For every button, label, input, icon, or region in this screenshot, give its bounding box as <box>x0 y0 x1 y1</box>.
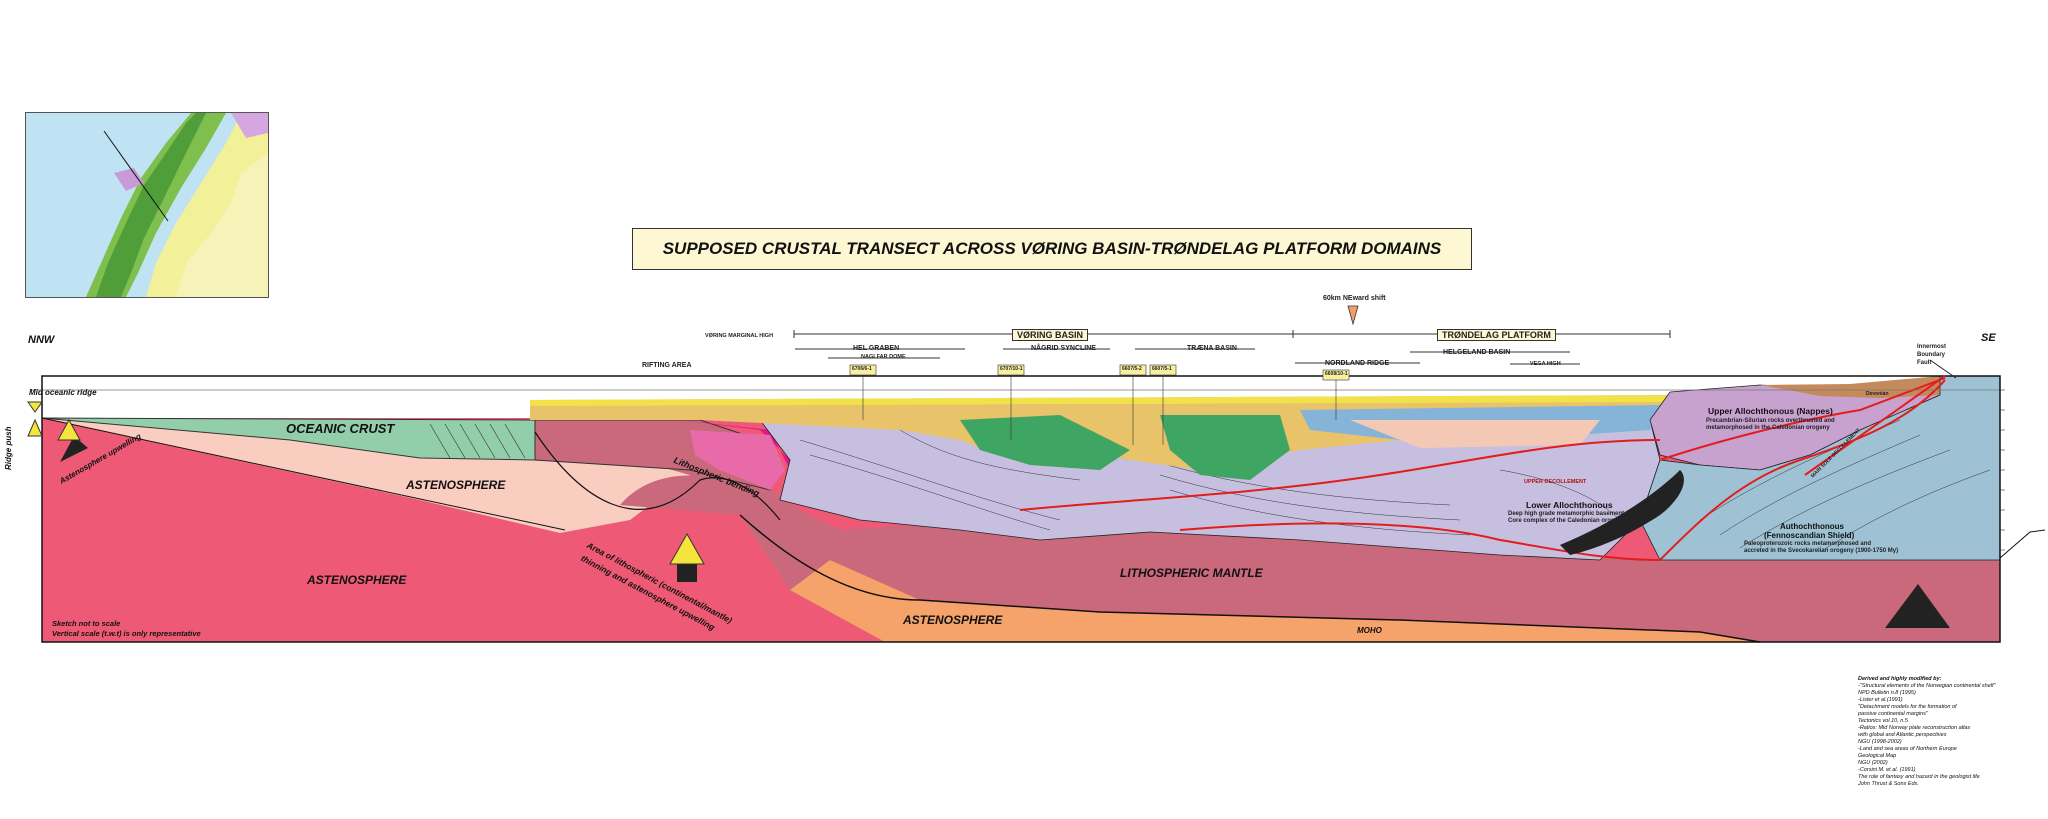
lithospheric-mantle-label: LITHOSPHERIC MANTLE <box>1120 566 1263 580</box>
note-not-to-scale: Sketch not to scale <box>52 619 121 628</box>
astenosphere-bottom-label: ASTENOSPHERE <box>903 613 1003 627</box>
source-line: passive continental margins" <box>1858 711 1928 717</box>
source-line: NGU (2002) <box>1858 760 1888 766</box>
depth-scale <box>2000 389 2005 551</box>
source-line: -"Structural elements of the Norwegian c… <box>1858 683 1996 689</box>
fold-lines <box>799 429 1621 536</box>
oceanic-crust-label: OCEANIC CRUST <box>286 421 395 436</box>
source-line: Tectonics vol.10, n.5 <box>1858 718 1908 724</box>
source-line: NGU (1998-2002) <box>1858 739 1902 745</box>
helgeland-basin-label: HELGELAND BASIN <box>1443 349 1511 356</box>
source-line: -Corsini M. et al. (1991) <box>1858 767 1916 773</box>
upwelling-arrow-center <box>669 532 705 582</box>
transect-title: SUPPOSED CRUSTAL TRANSECT ACROSS VØRING … <box>662 239 1442 258</box>
naglfar-dome-label: NAGLFAR DOME <box>861 354 906 360</box>
autochthonous-desc-1: Paleoproterozoic rocks metamorphosed and <box>1744 541 1872 547</box>
transect-title-box: SUPPOSED CRUSTAL TRANSECT ACROSS VØRING … <box>632 228 1472 270</box>
lower-allochthonous-title: Lower Allochthonous <box>1526 500 1613 510</box>
upwelling-arrow-left <box>57 418 88 462</box>
neward-shift-arrow <box>1347 305 1359 326</box>
oceanic-crust-region <box>41 417 536 461</box>
source-line: Derived and highly modified by: <box>1858 676 1942 682</box>
vega-high-label: VEGA HIGH <box>1530 361 1561 367</box>
location-map-inset <box>25 112 269 298</box>
source-line: -Lister et al.(1991) <box>1858 697 1903 703</box>
traena-basin-label: TRÆNA BASIN <box>1187 345 1237 352</box>
mid-oceanic-ridge-label: Mid oceanic ridge <box>29 388 97 397</box>
well-markers <box>849 364 1350 445</box>
astenosphere-red-region <box>42 418 880 642</box>
voring-basin-green-fill <box>960 415 1130 470</box>
north-triangle-marker <box>1885 584 1950 628</box>
well-2: 6707/10-1 <box>1000 366 1023 372</box>
nagrid-syncline-label: NÅGRID SYNCLINE <box>1031 345 1096 352</box>
astenosphere-upper-label: ASTENOSPHERE <box>406 478 506 492</box>
innermost-boundary-fault <box>1804 375 1946 476</box>
sources-block: Derived and highly modified by: -"Struct… <box>1858 676 1996 788</box>
upper-allochthonous-title: Upper Allochthonous (Nappes) <box>1708 406 1833 416</box>
innermost-fault-label: Innermost Boundary Fault <box>1917 344 1947 366</box>
edge-arrow <box>1999 529 2046 559</box>
well-5: 6608/10-1 <box>1325 371 1348 377</box>
nordland-ridge-label: NORDLAND RIDGE <box>1325 360 1390 367</box>
location-map <box>26 113 268 297</box>
moho-line <box>739 514 1761 643</box>
trondelag-platform-pink-layers <box>1350 420 1600 448</box>
traena-basin-green-fill <box>1160 415 1290 480</box>
source-line: Geological Map <box>1858 753 1897 759</box>
direction-right: SE <box>1981 332 1996 344</box>
astenosphere-dome-boundary <box>534 431 781 521</box>
moho-label: MOHO <box>1357 626 1382 635</box>
well-3: 6607/5-2 <box>1122 366 1142 372</box>
well-4: 6607/5-1 <box>1152 366 1172 372</box>
ridge-push-arrow <box>27 418 43 437</box>
decollement-lines <box>1019 377 1946 561</box>
direction-left: NNW <box>28 334 55 346</box>
astenosphere-orange-region <box>740 515 1760 642</box>
well-1: 6706/6-1 <box>852 366 872 372</box>
autochthonous-title: Authochthonous <box>1780 522 1844 531</box>
autochthonous-subtitle: (Fennoscandian Shield) <box>1764 531 1855 540</box>
thrust-band <box>1560 470 1684 555</box>
upper-allochthonous-desc-2: metamorphosed in the Caledonian orogeny <box>1706 425 1830 431</box>
autochthonous-desc-2: accreted in the Svecokarelian orogeny (1… <box>1744 548 1899 554</box>
source-line: NPD Bulletin n.8 (1995) <box>1858 690 1916 696</box>
voring-marginal-high-label: VØRING MARGINAL HIGH <box>705 333 774 339</box>
lower-allochthonous-desc-1: Deep high grade metamorphic basement <box>1508 511 1625 517</box>
basin-top-layer <box>530 395 1680 406</box>
source-line: The role of fantasy and hazard in the ge… <box>1858 774 1980 780</box>
devonian-label: Devonian <box>1866 391 1889 397</box>
mid-ocean-ridge-marker <box>27 401 43 413</box>
oceanic-crust-dikes <box>429 423 526 459</box>
rifting-area-label: RIFTING AREA <box>642 362 692 369</box>
source-line: John Thrust & Sons Eds. <box>1858 781 1919 787</box>
note-vertical-scale: Vertical scale (t.w.t) is only represent… <box>52 629 201 638</box>
section-frame <box>41 375 2001 643</box>
upper-allochthonous-desc-1: Precambrian-Silurian rocks overthrusted … <box>1706 418 1835 424</box>
fault-pointer <box>1929 359 1957 379</box>
voring-basin-label: VØRING BASIN <box>1012 329 1089 341</box>
ridge-push-label: Ridge push <box>4 426 13 470</box>
pale-astenosphere-boundary <box>41 417 566 531</box>
upper-decollement-label: UPPER DECOLLEMENT <box>1524 479 1587 485</box>
lithospheric-bending-zone <box>690 430 785 490</box>
source-line: with global and Atlantic perspectives <box>1858 732 1947 738</box>
devonian-basin <box>1760 376 1940 398</box>
source-line: -Ratios: Mid Norway plate reconstruction… <box>1858 725 1971 731</box>
hel-graben-label: HEL GRABEN <box>853 345 900 352</box>
trondelag-platform-label: TRØNDELAG PLATFORM <box>1437 329 1556 341</box>
source-line: -Land and sea areas of Northern Europe <box>1858 746 1957 752</box>
shift-label: 60km NEward shift <box>1323 295 1386 302</box>
lower-allochthonous-desc-2: Core complex of the Caledonian orogeny <box>1508 518 1626 524</box>
source-line: "Detachment models for the formation of <box>1858 704 1957 710</box>
mantle-dome <box>620 475 830 590</box>
astenosphere-lower-label: ASTENOSPHERE <box>307 573 407 587</box>
